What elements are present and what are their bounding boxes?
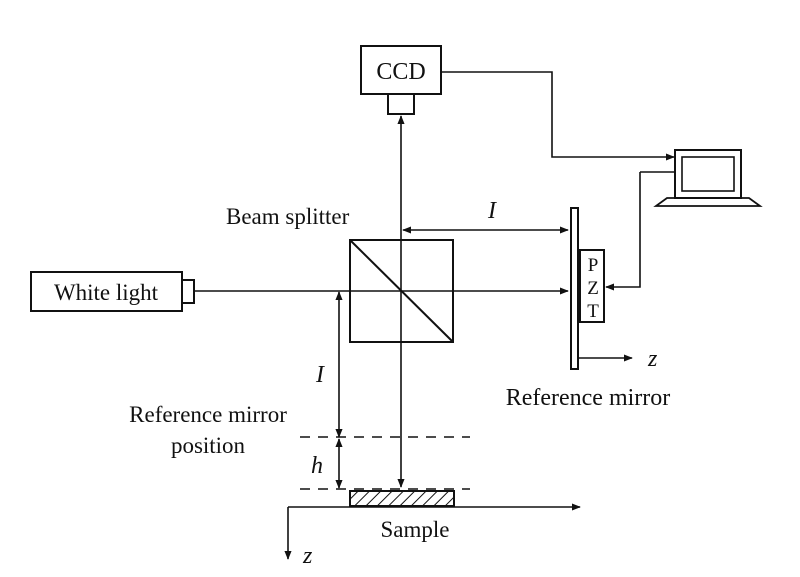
mirror-z-label: z [647,346,658,372]
distance-label-left: I [315,362,325,388]
sample-z-label: z [302,543,313,569]
sample-label: Sample [381,517,450,542]
distance-label-top: I [487,198,497,224]
height-label: h [311,453,323,479]
beam-splitter-label: Beam splitter [226,204,350,229]
ccd-camera-icon [360,45,442,115]
ref-position-label-line2: position [171,433,246,458]
ccd-label: CCD [376,59,425,85]
reference-mirror-label: Reference mirror [506,385,671,411]
white-light-label: White light [54,280,159,305]
ref-position-label-line1: Reference mirror [129,402,287,427]
ccd-to-computer-cable [441,71,675,161]
pzt-label-t: T [587,301,599,322]
computer-icon [653,149,763,207]
computer-to-pzt-cable [606,171,675,287]
reference-mirror-plate [570,207,579,370]
pzt-block [579,249,605,323]
sample-block [349,490,455,507]
pzt-label-z: Z [587,278,599,299]
pzt-label-p: P [588,255,599,276]
